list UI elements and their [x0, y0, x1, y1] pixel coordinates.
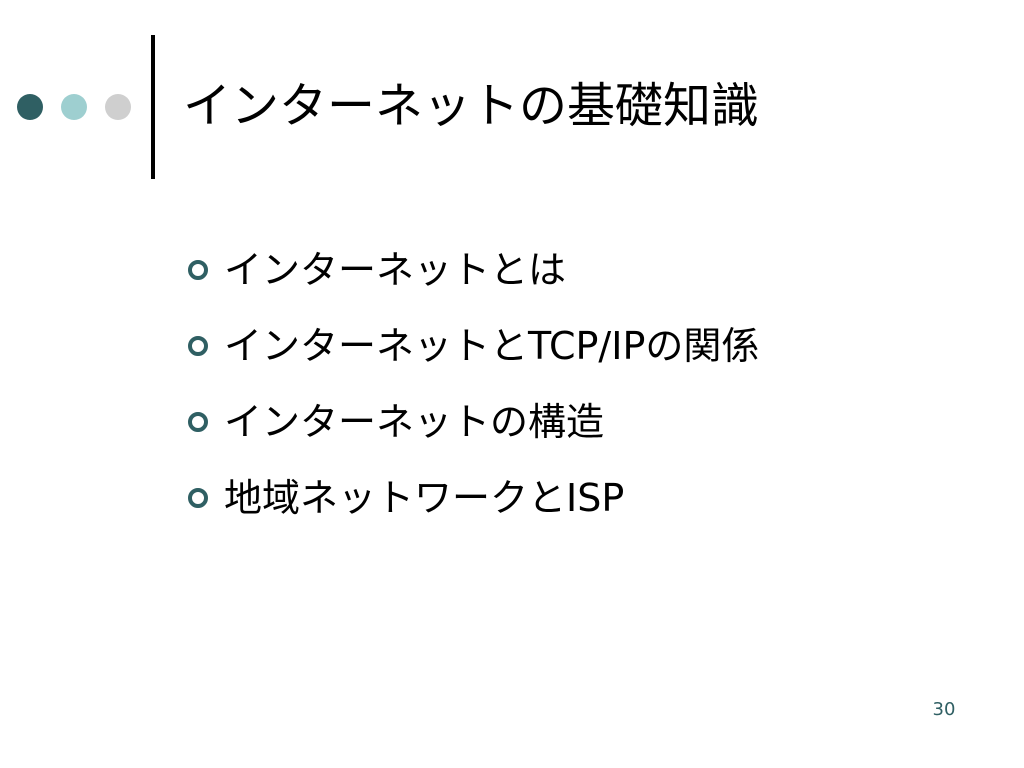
dot-light-icon	[61, 94, 87, 120]
ring-bullet-icon	[188, 412, 208, 432]
bullet-text: インターネットとTCP/IPの関係	[224, 324, 760, 368]
ring-bullet-icon	[188, 488, 208, 508]
bullet-list: インターネットとは インターネットとTCP/IPの関係 インターネットの構造 地…	[188, 240, 759, 544]
decorative-dots-icon	[17, 94, 132, 120]
title-divider-bar	[151, 35, 155, 179]
dot-gray-icon	[105, 94, 131, 120]
slide-title: インターネットの基礎知識	[183, 78, 760, 134]
ring-bullet-icon	[188, 336, 208, 356]
bullet-item-1: インターネットとは	[188, 240, 759, 316]
bullet-item-2: インターネットとTCP/IPの関係	[188, 316, 759, 392]
bullet-item-4: 地域ネットワークとISP	[188, 468, 759, 544]
page-number: 30	[932, 699, 956, 720]
dot-dark-icon	[17, 94, 43, 120]
bullet-text: インターネットの構造	[224, 400, 605, 444]
bullet-text: 地域ネットワークとISP	[224, 476, 625, 520]
ring-bullet-icon	[188, 260, 208, 280]
bullet-text: インターネットとは	[224, 248, 567, 292]
bullet-item-3: インターネットの構造	[188, 392, 759, 468]
